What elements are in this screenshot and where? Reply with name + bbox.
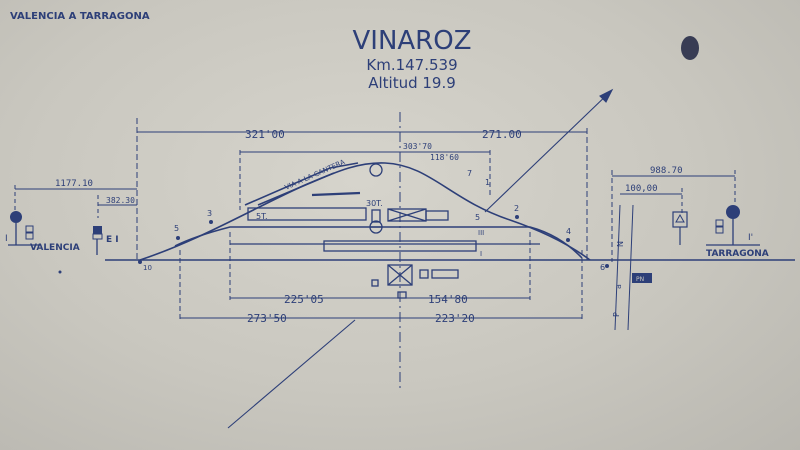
direction-tarragona: TARRAGONA: [706, 249, 769, 259]
dim-271: 271.00: [482, 128, 522, 141]
label-5t: 5T.: [256, 212, 268, 221]
switch-point-4: [566, 238, 570, 242]
ink-dot: [58, 270, 62, 274]
building-small-4: [397, 291, 407, 299]
loop-track-inner: [174, 226, 583, 259]
turntable-30t: [371, 209, 381, 223]
ink-stain: [681, 36, 699, 60]
signal-left: [8, 211, 40, 246]
label-5-right: 5: [475, 213, 480, 222]
building-small-1: [419, 269, 429, 279]
building-small-2: [431, 269, 459, 279]
label-pn-n: N: [616, 241, 625, 247]
switch-point-5: [176, 236, 180, 240]
dim-1177: 1177.10: [55, 179, 93, 189]
building-5t: [247, 207, 367, 221]
water-crane-top: [369, 163, 383, 177]
signal-distant-left: [92, 226, 103, 255]
siding-cantera-2: [257, 172, 335, 206]
building-annex: [425, 210, 449, 221]
arrow-north: [484, 89, 613, 213]
direction-valencia: VALENCIA: [30, 243, 80, 253]
label-signal-right: I': [748, 233, 753, 243]
dim-988: 988.70: [650, 166, 683, 176]
siding-stub: [311, 191, 361, 197]
label-track-i: I: [480, 250, 482, 258]
signal-right-triangle: [672, 211, 688, 245]
label-pn-p: P: [612, 312, 621, 317]
dim-321: 321'00: [245, 128, 285, 141]
arrow-south: [227, 319, 356, 429]
building-lower: [387, 264, 413, 286]
dim-225: 225'05: [284, 293, 324, 306]
route-title: VALENCIA A TARRAGONA: [10, 11, 150, 22]
arrow-north-head: [599, 88, 614, 103]
switch-point-3: [209, 220, 213, 224]
label-30t: 30T.: [366, 199, 383, 208]
station-altitud: Altitud 19.9: [368, 74, 456, 92]
switch-point-6: [605, 264, 609, 268]
label-signal-left: I: [5, 234, 8, 244]
siding-cantera: [244, 162, 359, 206]
label-ei: E I: [106, 235, 119, 245]
dim-154: 154'80: [428, 293, 468, 306]
level-crossing-line-1: [614, 204, 621, 331]
station-km: Km.147.539: [366, 56, 457, 74]
dim-118: 118'60: [430, 153, 459, 162]
label-1: 1: [485, 178, 490, 187]
label-10: 10: [143, 264, 152, 272]
dim-303: 303'70: [403, 142, 432, 151]
building-small-3: [371, 279, 379, 287]
label-iii: III: [478, 229, 484, 237]
label-5-left: 5: [174, 224, 179, 233]
switch-point-10: [138, 260, 142, 264]
label-pn-a: a: [614, 284, 623, 289]
pn-box: [632, 273, 652, 283]
station-name: VINAROZ: [352, 26, 471, 56]
dim-223: 223'20: [435, 312, 475, 325]
label-3: 3: [207, 209, 212, 218]
label-4: 4: [566, 227, 571, 236]
label-2: 2: [514, 204, 519, 213]
dim-273: 273'50: [247, 312, 287, 325]
level-crossing-line-2: [627, 204, 634, 331]
dim-382: 382.30: [106, 196, 135, 205]
label-pn-box: PN: [636, 276, 644, 283]
switch-point-2: [515, 215, 519, 219]
label-6: 6: [600, 263, 605, 272]
signal-right: [706, 205, 760, 246]
label-cantera: VIA A LA CANTERA: [284, 158, 347, 192]
label-7: 7: [467, 169, 472, 178]
dim-100: 100,00: [625, 184, 658, 194]
